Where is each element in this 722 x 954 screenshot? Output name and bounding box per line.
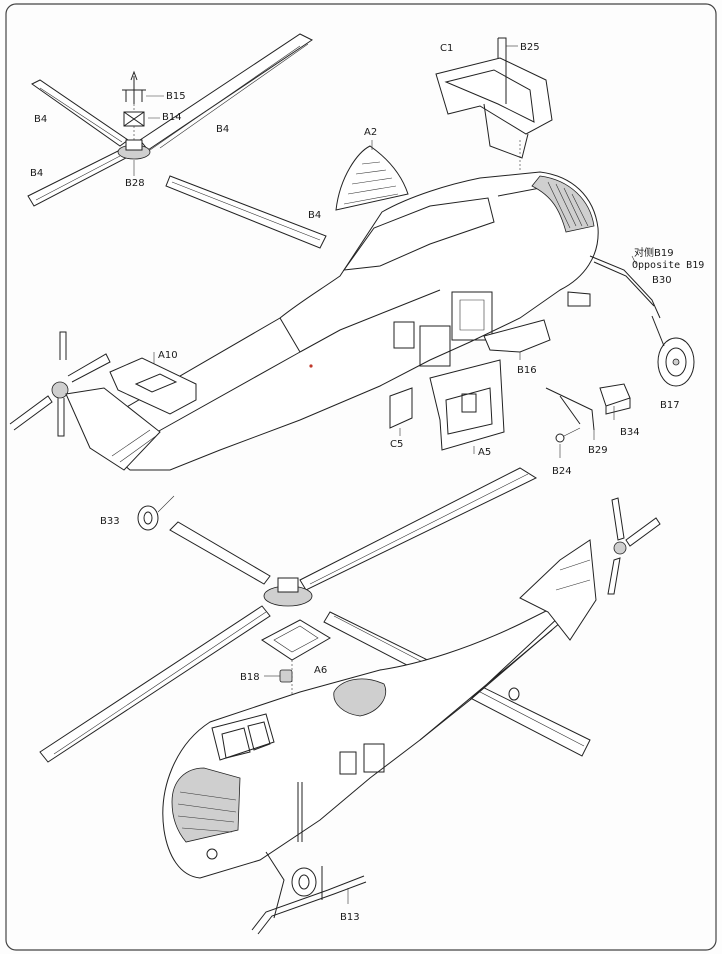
label-b29: B29 <box>588 445 608 456</box>
part-b34 <box>599 383 631 407</box>
part-b24 <box>555 433 565 443</box>
lower-rotor-hub <box>263 577 313 607</box>
fuselage-upper-view <box>9 171 599 471</box>
fuselage-body <box>109 171 599 471</box>
part-b16 <box>483 319 551 360</box>
nose-grille-lower <box>171 767 241 843</box>
label-b4-lower-right: B4 <box>308 210 321 221</box>
part-b15 <box>122 76 146 104</box>
label-b25: B25 <box>520 42 540 53</box>
part-b18 <box>264 669 293 683</box>
label-b30: B30 <box>652 275 672 286</box>
label-b13: B13 <box>340 912 360 923</box>
small-parts-group <box>545 383 631 458</box>
label-b34: B34 <box>620 427 640 438</box>
engine-cover-top <box>333 678 386 717</box>
canopy-c1 <box>435 57 553 135</box>
rotor-blade-b4-upper-left <box>31 79 129 147</box>
tail-fin-lower <box>519 539 597 641</box>
panel-a5 <box>429 359 505 451</box>
label-b24: B24 <box>552 466 572 477</box>
label-c5: C5 <box>390 439 403 450</box>
label-b4-upper-left: B4 <box>34 114 47 125</box>
part-b33 <box>137 495 175 531</box>
fuselage-lower-view <box>162 497 661 919</box>
label-a5: A5 <box>478 447 491 458</box>
panel-c5 <box>389 387 413 429</box>
panel-a10 <box>109 352 197 415</box>
fuselage-body-lower <box>162 603 569 879</box>
label-opposite-cn: 对侧B19 <box>634 246 674 259</box>
part-b13 <box>251 875 367 935</box>
top-rotor-assembly <box>27 33 327 249</box>
label-opposite-en: Opposite B19 <box>632 260 704 271</box>
label-b4-lower-left: B4 <box>30 168 43 179</box>
part-b29 <box>545 387 595 431</box>
label-b33: B33 <box>100 516 120 527</box>
label-b18: B18 <box>240 672 260 683</box>
label-b15: B15 <box>166 91 186 102</box>
tail-rotor-hub <box>51 381 69 399</box>
rotor-blade-b4-lower-right <box>165 175 327 249</box>
label-a2: A2 <box>364 127 377 138</box>
label-b14: B14 <box>162 112 182 123</box>
strut-b30 <box>589 255 661 319</box>
part-b25 <box>497 37 507 104</box>
label-c1: C1 <box>440 43 453 54</box>
label-b4-upper-right: B4 <box>216 124 229 135</box>
label-a10: A10 <box>158 350 178 361</box>
main-gear-assembly <box>567 255 695 387</box>
page-border <box>5 3 717 951</box>
tail-fin <box>65 387 161 471</box>
tail-rotor-blade-top <box>59 331 67 360</box>
label-b28: B28 <box>125 178 145 189</box>
label-b16: B16 <box>517 365 537 376</box>
label-a6: A6 <box>314 665 327 676</box>
engine-cover-a2 <box>335 140 409 211</box>
label-b17: B17 <box>660 400 680 411</box>
panel-c5-a5 <box>389 359 505 454</box>
attachment-point-marker <box>309 364 313 368</box>
canopy-c1-assembly <box>435 37 553 172</box>
